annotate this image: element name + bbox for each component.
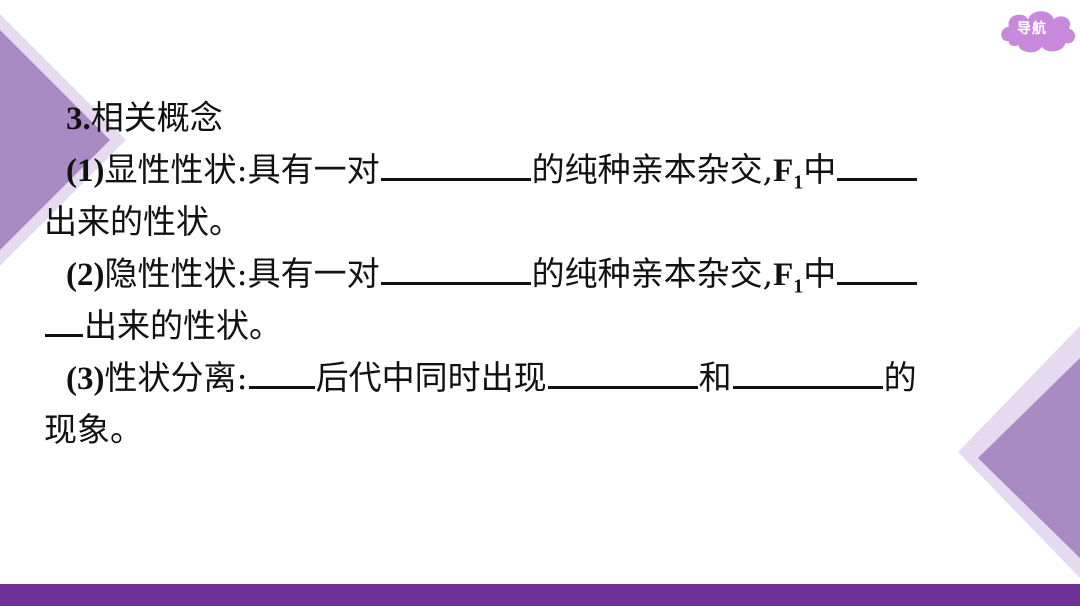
item-1-text-d: 出来的性状。 [44, 202, 242, 241]
fill-blank[interactable] [837, 148, 918, 181]
fill-blank[interactable] [837, 252, 918, 285]
fill-blank[interactable] [45, 304, 83, 337]
item-3-line-2: 现象。 [44, 404, 1034, 456]
item-1-term: 显性性状: [104, 150, 248, 189]
item-1-line-2: 出来的性状。 [44, 196, 1034, 248]
nav-button[interactable]: 导航 [996, 4, 1080, 54]
heading-number: 3. [66, 101, 91, 137]
item-2-text-c: 中 [803, 254, 837, 293]
fill-blank[interactable] [732, 356, 883, 389]
item-2-number: (2) [66, 257, 105, 293]
item-3-text-b: 和 [698, 358, 732, 397]
item-2-line-1: (2)隐性性状:具有一对 的纯种亲本杂交,F1中 [44, 248, 1034, 300]
fill-blank[interactable] [248, 356, 315, 389]
item-1-text-c: 中 [803, 150, 837, 189]
item-2-term: 隐性性状: [104, 254, 248, 293]
item-2-text-d: 出来的性状。 [84, 306, 282, 345]
item-3-number: (3) [66, 361, 105, 397]
f1-subscript: 1 [793, 275, 804, 298]
f1-subscript: 1 [793, 171, 804, 194]
item-2-text-b: 的纯种亲本杂交, [531, 254, 774, 293]
item-1-line-1: (1)显性性状:具有一对 的纯种亲本杂交,F1中 [44, 144, 1034, 196]
f1-letter: F [773, 257, 794, 293]
fill-blank[interactable] [547, 356, 698, 389]
item-1-text-a: 具有一对 [247, 150, 380, 189]
f1-letter: F [773, 153, 794, 189]
item-2-text-a: 具有一对 [247, 254, 380, 293]
item-3-line-1: (3)性状分离: 后代中同时出现 和 的 [44, 352, 1034, 404]
item-1-text-b: 的纯种亲本杂交, [531, 150, 774, 189]
fill-blank[interactable] [380, 148, 531, 181]
item-3-text-d: 现象。 [44, 410, 143, 449]
item-3-text-c: 的 [883, 358, 917, 397]
cloud-icon [999, 9, 1077, 54]
item-3-text-a: 后代中同时出现 [315, 358, 547, 397]
item-1-number: (1) [66, 153, 105, 189]
item-2-line-2: 出来的性状。 [44, 300, 1034, 352]
section-heading: 3.相关概念 [44, 92, 1034, 144]
concept-content: 3.相关概念 (1)显性性状:具有一对的纯种亲本杂交,F1中 出来的性状。 (2… [44, 92, 1034, 456]
nav-label: 导航 [1017, 21, 1047, 37]
heading-text: 相关概念 [90, 98, 223, 137]
item-3-term: 性状分离: [104, 358, 248, 397]
fill-blank[interactable] [380, 252, 531, 285]
left-decoration [0, 14, 126, 266]
bottom-bar [0, 584, 1080, 606]
